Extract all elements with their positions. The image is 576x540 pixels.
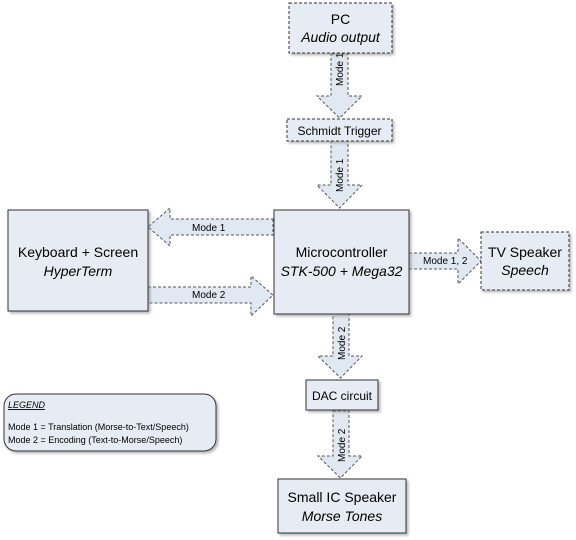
- keyboard-subtitle: HyperTerm: [44, 263, 113, 279]
- pc-box: PC Audio output: [288, 2, 393, 54]
- arrow-label-pc-to-schmidt: Mode 1: [335, 52, 346, 86]
- arrow-label-schmidt-to-micro: Mode 1: [335, 158, 346, 192]
- legend-mode2: Mode 2 = Encoding (Text-to-Morse/Speech): [8, 435, 182, 445]
- schmidt-title: Schmidt Trigger: [297, 124, 381, 138]
- arrow-keyboard-to-micro: Mode 2: [147, 274, 274, 318]
- schmidt-trigger-box: Schmidt Trigger: [286, 118, 393, 142]
- legend-mode1: Mode 1 = Translation (Morse-to-Text/Spee…: [8, 422, 189, 432]
- arrow-pc-to-schmidt: Mode 1: [315, 52, 364, 119]
- arrow-micro-to-tv: Mode 1, 2: [408, 236, 482, 286]
- dac-title: DAC circuit: [312, 389, 373, 403]
- microcontroller-box: Microcontroller STK-500 + Mega32: [273, 209, 410, 315]
- keyboard-screen-box: Keyboard + Screen HyperTerm: [7, 209, 149, 312]
- legend-heading: LEGEND: [8, 400, 46, 410]
- arrow-label-micro-to-dac: Mode 2: [337, 326, 348, 360]
- micro-title: Microcontroller: [296, 244, 388, 260]
- dac-circuit-box: DAC circuit: [305, 379, 379, 411]
- arrow-schmidt-to-micro: Mode 1: [315, 140, 364, 209]
- arrow-micro-to-dac: Mode 2: [316, 313, 364, 379]
- small-speaker-subtitle: Morse Tones: [302, 508, 382, 524]
- tv-subtitle: Speech: [501, 262, 549, 278]
- legend-box: LEGEND Mode 1 = Translation (Morse-to-Te…: [3, 393, 217, 452]
- pc-title: PC: [331, 11, 350, 27]
- arrow-label-micro-to-keyboard: Mode 1: [192, 223, 226, 234]
- small-speaker-title: Small IC Speaker: [288, 489, 397, 505]
- micro-subtitle: STK-500 + Mega32: [281, 263, 403, 279]
- arrow-label-micro-to-tv: Mode 1, 2: [423, 256, 468, 267]
- arrow-dac-to-speaker: Mode 2: [316, 410, 364, 479]
- arrow-micro-to-keyboard: Mode 1: [147, 206, 274, 248]
- arrow-label-keyboard-to-micro: Mode 2: [192, 290, 226, 301]
- tv-speaker-box: TV Speaker Speech: [480, 231, 570, 291]
- keyboard-title: Keyboard + Screen: [18, 244, 138, 260]
- pc-subtitle: Audio output: [300, 29, 381, 45]
- tv-title: TV Speaker: [488, 244, 562, 260]
- arrow-label-dac-to-speaker: Mode 2: [337, 428, 348, 462]
- small-ic-speaker-box: Small IC Speaker Morse Tones: [277, 478, 407, 534]
